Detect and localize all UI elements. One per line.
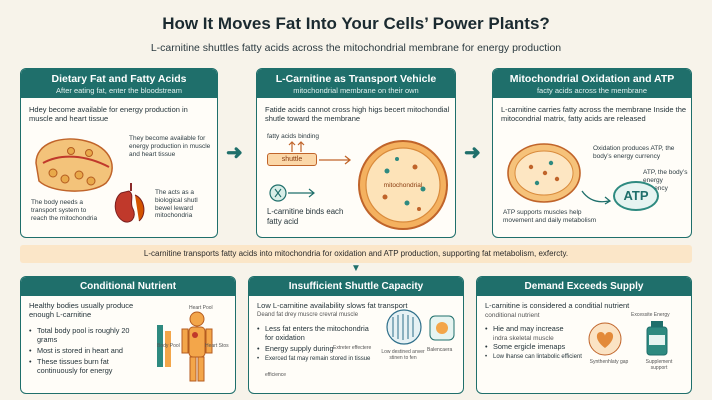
shuttle-box: shuttle	[267, 153, 317, 166]
shuttle-to-mito-arrow	[319, 155, 352, 165]
fat-tissue-shape	[35, 138, 113, 192]
bullet-1-small: indra skeletal muscle	[493, 335, 554, 342]
panel-intro: Fatide acids cannot cross high higs bece…	[265, 105, 450, 124]
panel-heading: Mitochondrial Oxidation and ATP	[509, 73, 675, 85]
page-title: How It Moves Fat Into Your Cells’ Power …	[162, 14, 550, 33]
panel-heading: Demand Exceeds Supply	[477, 277, 691, 296]
fatty-acid-molecule-icon	[269, 184, 315, 202]
panel-header: Mitochondrial Oxidation and ATP facty ac…	[493, 69, 691, 98]
mitochondria-matrix-illustration	[507, 143, 581, 203]
shuttle-label: shuttle	[281, 156, 303, 163]
panel-intro: Hdey become available for energy product…	[29, 105, 188, 124]
label-body-pool: Body Pool	[157, 343, 180, 349]
panel-note-1: They become available for energy product…	[129, 135, 211, 158]
down-arrow-icon: ▼	[351, 263, 361, 274]
panel-transport: L-Carnitine as Transport Vehicle mitocho…	[256, 68, 456, 238]
heart-icon	[588, 322, 622, 356]
list-item: Hie and may increase	[485, 324, 585, 334]
bullet-1-small: Extreter effectere	[333, 345, 372, 351]
fatty-tissue-illustration	[35, 138, 113, 192]
mito-label: mitochondrial	[384, 182, 423, 189]
binds-text: L-carnitine binds each fatty acid	[267, 207, 344, 226]
panel-heading: L-Carnitine as Transport Vehicle	[275, 73, 437, 85]
panel-conditional-nutrient: Conditional Nutrient Healthy bodies usua…	[20, 276, 236, 394]
bullet-3-small: efficience	[265, 372, 287, 378]
list-item: Some ergicle imenaps	[485, 342, 585, 352]
bullet-list: Less fat enters the mitochondria for oxi…	[257, 324, 377, 365]
panel-subheading: facty acids across the membrane	[536, 86, 648, 95]
supplement-bottle-icon	[646, 321, 668, 356]
list-item: Total body pool is roughly 20 grams	[29, 326, 145, 345]
bullet-list: Total body pool is roughly 20 grams Most…	[29, 326, 145, 377]
label-excessive-energy: Excessite Energy	[631, 312, 670, 318]
label-heart-stos: Heart Stos	[205, 343, 229, 349]
label-heart-pool: Heart Pool	[189, 305, 213, 311]
list-item: Low lhanse can lintabolic efficient	[485, 354, 585, 362]
panel-intro: L-carnitine carries fatty across the mem…	[501, 105, 687, 124]
flow-arrow-right-2: ➜	[464, 142, 481, 164]
panel-subheading: After eating fat, enter the bloodstream	[56, 86, 182, 95]
atp-badge: ATP	[613, 181, 659, 211]
atp-label: ATP	[623, 188, 649, 203]
panel-note-3: The acts as a biological shutl bewel lew…	[155, 189, 198, 220]
kidney-illustration	[114, 183, 145, 223]
panel-intro: Healthy bodies usually produce enough L-…	[29, 301, 134, 320]
panel-note-2: The body needs a transport system to rea…	[31, 199, 98, 222]
panel-oxidation: Mitochondrial Oxidation and ATP facty ac…	[492, 68, 692, 238]
panel-intro-small: conditional nutrient	[485, 312, 540, 319]
list-item: Energy supply during	[257, 344, 377, 354]
list-item: Less fat enters the mitochondria for oxi…	[257, 324, 377, 343]
list-item: Most is stored in heart and	[29, 346, 145, 356]
panel-note-3: ATP supports muscles help movement and d…	[503, 209, 597, 224]
panel-dietary-fat: Dietary Fat and Fatty Acids After eating…	[20, 68, 218, 238]
panel-intro: Low L-carnitine availability slows fat t…	[257, 301, 408, 310]
fat-tissue-vessel	[42, 155, 110, 168]
balance-icon	[429, 315, 455, 341]
label-low-shuttle: Low destined anver stinen to fen	[381, 349, 425, 361]
atp-arrow	[581, 190, 612, 205]
flow-arrow-right-1: ➜	[226, 142, 243, 164]
panel-note-1: Oxidation produces ATP, the body’s energ…	[593, 145, 675, 160]
label-support: Supplement support	[645, 359, 673, 371]
summary-banner: L-carnitine transports fatty acids into …	[20, 245, 692, 263]
binding-label: fatty acids binding	[267, 133, 320, 140]
list-item: Exerced fat may remain stored in tissue	[257, 356, 377, 364]
panel-heading: Dietary Fat and Fatty Acids	[51, 73, 187, 85]
membrane-illustration	[386, 309, 422, 345]
body-figure-illustration	[157, 311, 213, 382]
panel-header: Dietary Fat and Fatty Acids After eating…	[21, 69, 217, 98]
label-balance: Balencaera	[427, 347, 453, 353]
panel-subheading: mitochondrial membrane on their own	[293, 86, 419, 95]
panel-heading: Conditional Nutrient	[21, 277, 235, 296]
panel-heading: Insufficient Shuttle Capacity	[249, 277, 463, 296]
panel-header: L-Carnitine as Transport Vehicle mitocho…	[257, 69, 455, 98]
bullet-list: Hie and may increase Some ergicle imenap…	[485, 324, 585, 363]
binding-arrows	[288, 141, 305, 152]
label-gap: Synthenhlaty gap	[589, 359, 629, 365]
panel-intro-small: Deand fat drey muscre crevral muscle	[257, 312, 359, 318]
list-item: These tissues burn fat continuously for …	[29, 357, 145, 376]
panel-intro: L-carnitine is considered a conditial nu…	[485, 301, 630, 310]
page-subtitle: L-carnitine shuttles fatty acids across …	[150, 42, 562, 54]
panel-insufficient-capacity: Insufficient Shuttle Capacity Low L-carn…	[248, 276, 464, 394]
panel-demand-supply: Demand Exceeds Supply L-carnitine is con…	[476, 276, 692, 394]
mitochondria-illustration: mitochondrial	[358, 140, 448, 230]
